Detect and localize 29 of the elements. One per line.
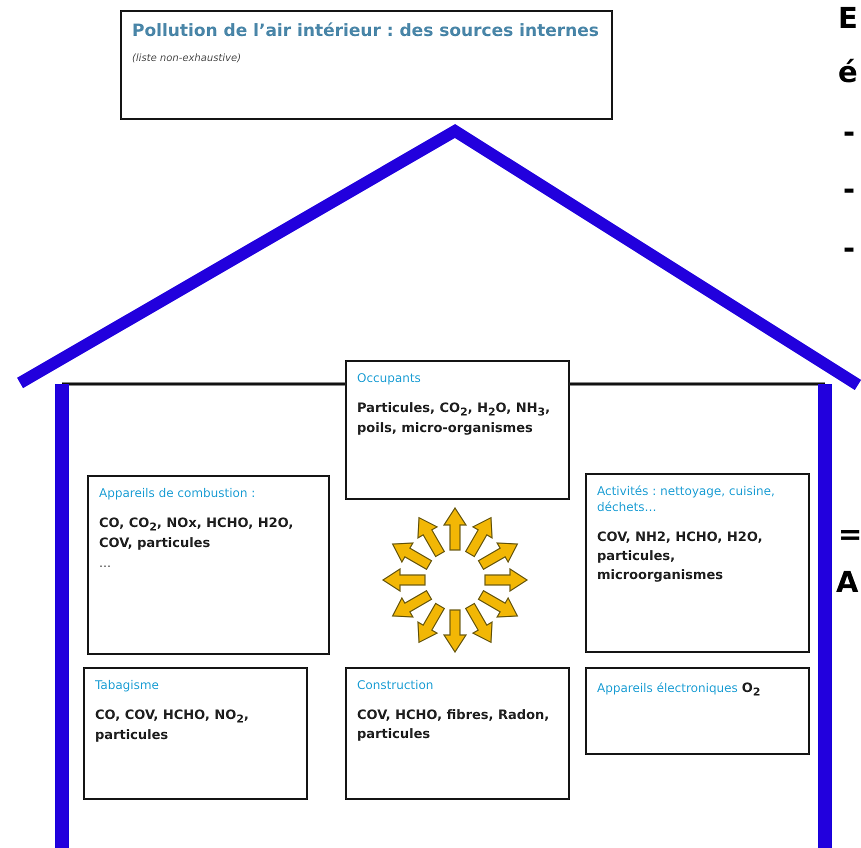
side-text: - [843, 175, 856, 204]
source-heading: Tabagisme [95, 677, 160, 694]
title-box [120, 10, 613, 120]
source-heading: Construction [357, 677, 434, 694]
source-box [87, 475, 330, 655]
source-heading: Appareils de combustion : [99, 485, 256, 502]
pollutant-list: CO, COV, HCHO, NO$_{2}$, particules [95, 707, 296, 746]
pollutant-list: COV, NH2, HCHO, H2O, particules, microorganismes [597, 529, 798, 586]
pollutant-list: O$_{2}$ [742, 681, 760, 696]
pollutant-list: CO, CO$_{2}$, NOx, HCHO, H2O, COV, particules [99, 515, 318, 554]
source-heading: Appareils électroniques [597, 681, 738, 695]
source-box [345, 360, 570, 500]
side-text: - [843, 234, 856, 263]
source-box [585, 667, 810, 755]
pollutant-list: COV, HCHO, fibres, Radon, particules [357, 707, 558, 745]
side-text: = [838, 520, 861, 549]
pollutant-list: … [99, 556, 318, 570]
source-box [345, 667, 570, 800]
side-text: - [843, 118, 856, 147]
side-text: é [838, 58, 858, 87]
source-box [585, 473, 810, 653]
side-text: A [836, 568, 858, 597]
source-heading: Occupants [357, 370, 422, 386]
title-text: Pollution de l’air intérieur : des sources internes [132, 20, 600, 43]
side-text: E [838, 4, 858, 33]
pollutant-list: Particules, CO$_{2}$, H$_{2}$O, NH$_{3}$, poils, micro-organismes [357, 400, 558, 440]
note-text: (liste non-exhaustive) [132, 52, 242, 64]
source-box [83, 667, 308, 800]
source-heading: Activités : nettoyage, cuisine, déchets… [597, 483, 776, 516]
